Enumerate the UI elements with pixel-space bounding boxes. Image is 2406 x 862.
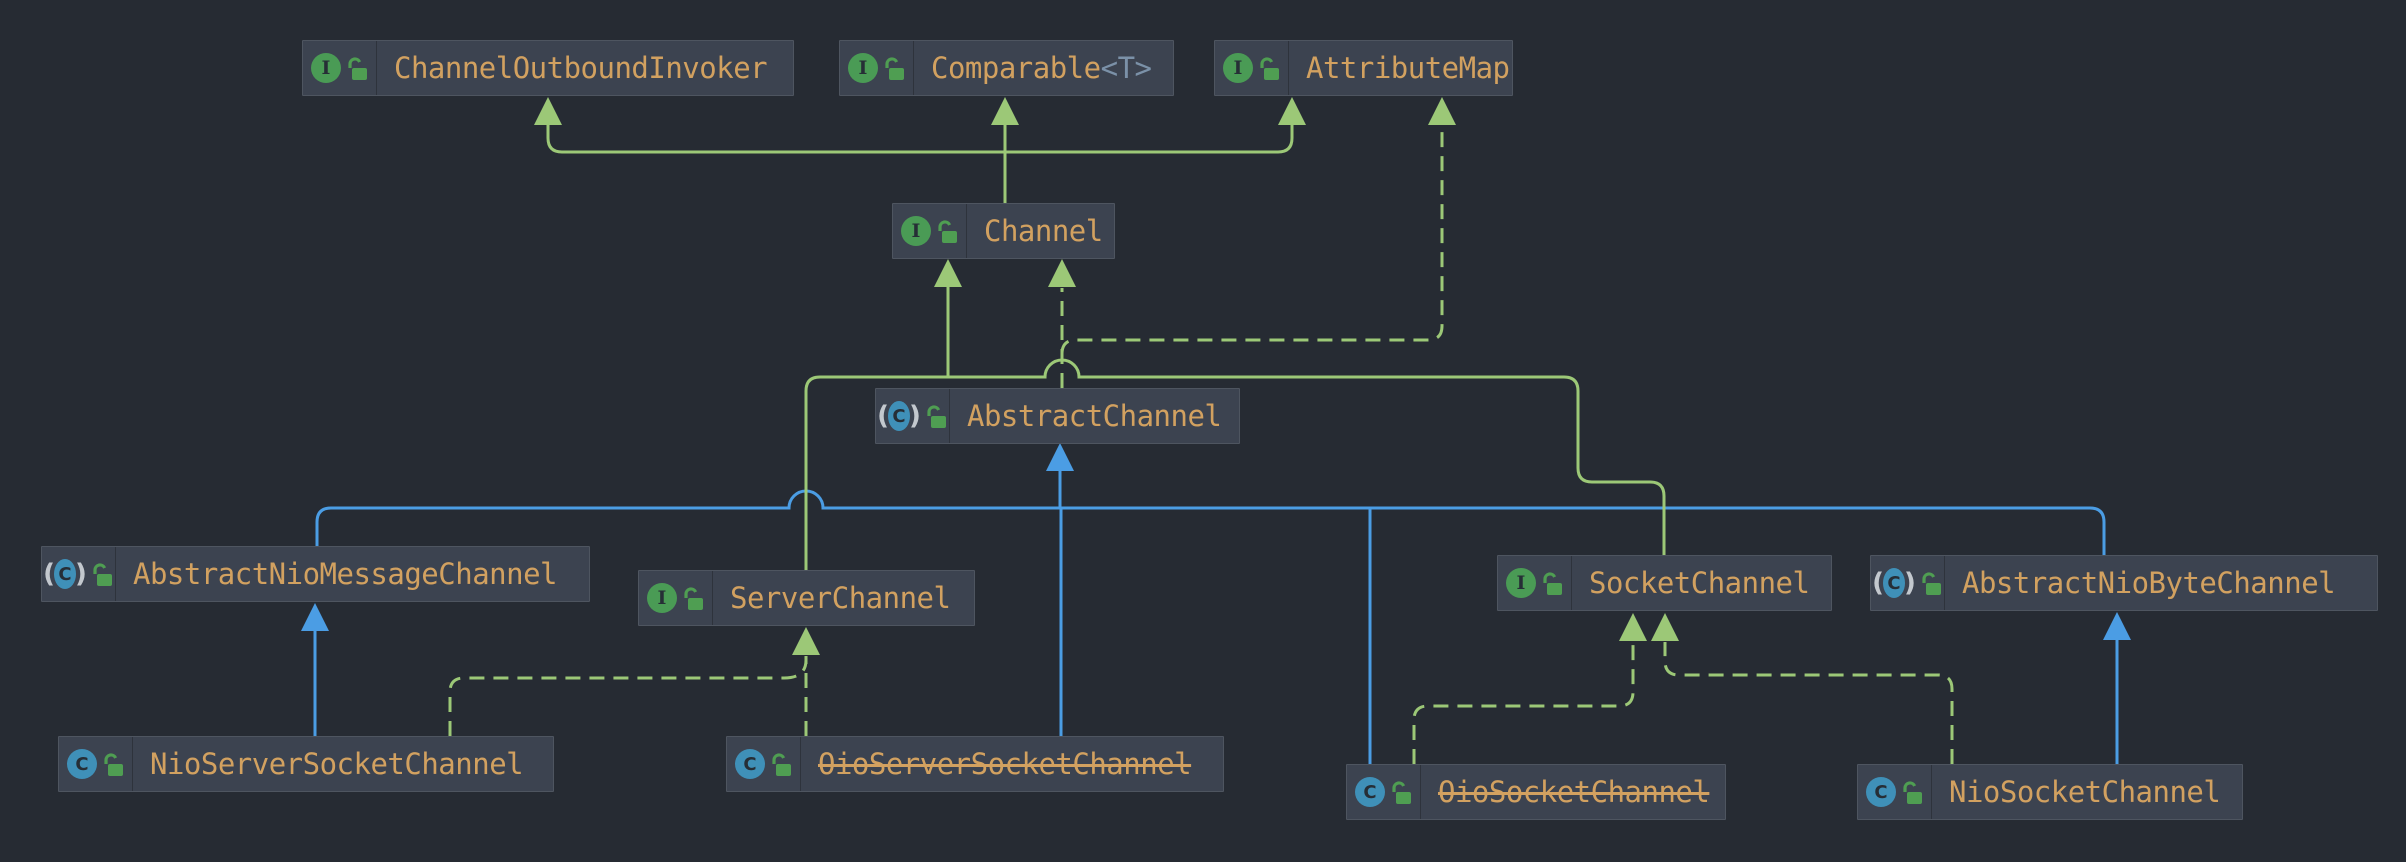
edge-channel-channeloutboundinvoker [546, 125, 1005, 154]
unlocked-icon [1543, 571, 1562, 595]
arrowhead-comparable [991, 97, 1019, 125]
generic-type: <T> [1100, 51, 1152, 85]
arrowhead-channeloutboundinvoker [534, 97, 562, 125]
abstract-class-icon: ( C ) [1872, 568, 1916, 598]
node-serverchannel[interactable]: I ServerChannel [638, 570, 975, 626]
node-label: OioSocketChannel [1438, 775, 1710, 809]
interface-icon: I [1506, 568, 1536, 598]
edge-oiosocket-socketchannel [1412, 642, 1635, 764]
edge-nioserversocket-serverchannel [448, 659, 808, 736]
class-icon: C [735, 749, 765, 779]
node-label: OioServerSocketChannel [818, 747, 1192, 781]
edge-niosocket-socketchannel [1663, 642, 1954, 764]
node-icon-cell: I [639, 571, 713, 625]
node-label: Comparable<T> [931, 51, 1152, 85]
node-icon-cell: I [840, 41, 914, 95]
class-icon: C [1355, 777, 1385, 807]
node-label: AbstractChannel [967, 399, 1222, 433]
interface-icon: I [901, 216, 931, 246]
node-abstractniobytechannel[interactable]: ( C ) AbstractNioByteChannel [1870, 555, 2378, 611]
abstract-class-icon: ( C ) [43, 559, 87, 589]
unlocked-icon [1903, 780, 1922, 804]
node-icon-cell: I [1215, 41, 1289, 95]
arrowhead-socketchannel-left [1619, 613, 1647, 641]
arrowhead-serverchannel [792, 627, 820, 655]
unlocked-icon [885, 56, 904, 80]
node-label: ChannelOutboundInvoker [394, 51, 768, 85]
node-oioserversocketchannel[interactable]: C OioServerSocketChannel [726, 736, 1224, 792]
node-attributemap[interactable]: I AttributeMap [1214, 40, 1513, 96]
node-icon-cell: I [1498, 556, 1572, 610]
node-oiosocketchannel[interactable]: C OioSocketChannel [1346, 764, 1726, 820]
arrowhead-abstractchannel [1046, 443, 1074, 471]
interface-icon: I [848, 53, 878, 83]
class-icon: C [1866, 777, 1896, 807]
unlocked-icon [104, 752, 123, 776]
unlocked-icon [93, 562, 112, 586]
arrowhead-abstractniobytechannel [2103, 612, 2131, 640]
node-label: SocketChannel [1589, 566, 1810, 600]
node-icon-cell: C [727, 737, 801, 791]
node-icon-cell: ( C ) [1871, 556, 1945, 610]
node-channeloutboundinvoker[interactable]: I ChannelOutboundInvoker [302, 40, 794, 96]
node-niosocketchannel[interactable]: C NioSocketChannel [1857, 764, 2243, 820]
unlocked-icon [684, 586, 703, 610]
edge-abstractchannel-attributemap [1060, 125, 1444, 355]
node-label: AttributeMap [1306, 51, 1510, 85]
node-abstractchannel[interactable]: ( C ) AbstractChannel [875, 388, 1240, 444]
node-comparable[interactable]: I Comparable<T> [839, 40, 1174, 96]
node-icon-cell: ( C ) [876, 389, 950, 443]
unlocked-icon [1922, 571, 1941, 595]
arrowhead-attributemap-solid [1278, 97, 1306, 125]
node-icon-cell: C [59, 737, 133, 791]
arrowhead-abstractniomessagechannel [301, 603, 329, 631]
node-icon-cell: C [1858, 765, 1932, 819]
edge-channel-attributemap [1005, 125, 1294, 154]
interface-icon: I [647, 583, 677, 613]
node-socketchannel[interactable]: I SocketChannel [1497, 555, 1832, 611]
node-channel[interactable]: I Channel [892, 203, 1115, 259]
arrowhead-channel-dashed [1048, 259, 1076, 287]
node-label: NioServerSocketChannel [150, 747, 524, 781]
node-icon-cell: I [893, 204, 967, 258]
unlocked-icon [348, 56, 367, 80]
node-icon-cell: ( C ) [42, 547, 116, 601]
unlocked-icon [938, 219, 957, 243]
node-label: AbstractNioMessageChannel [133, 557, 558, 591]
arrowhead-socketchannel-right [1651, 613, 1679, 641]
unlocked-icon [927, 404, 946, 428]
node-icon-cell: C [1347, 765, 1421, 819]
node-label: AbstractNioByteChannel [1962, 566, 2336, 600]
class-icon: C [67, 749, 97, 779]
unlocked-icon [1260, 56, 1279, 80]
node-nioserversocketchannel[interactable]: C NioServerSocketChannel [58, 736, 554, 792]
abstract-class-icon: ( C ) [877, 401, 921, 431]
interface-icon: I [1223, 53, 1253, 83]
node-label: ServerChannel [730, 581, 951, 615]
node-icon-cell: I [303, 41, 377, 95]
unlocked-icon [772, 752, 791, 776]
node-label: Channel [984, 214, 1103, 248]
arrowhead-attributemap-dashed [1428, 97, 1456, 125]
interface-icon: I [311, 53, 341, 83]
arrowhead-channel-solid [934, 259, 962, 287]
unlocked-icon [1392, 780, 1411, 804]
node-label: NioSocketChannel [1949, 775, 2221, 809]
node-abstractniomessagechannel[interactable]: ( C ) AbstractNioMessageChannel [41, 546, 590, 602]
